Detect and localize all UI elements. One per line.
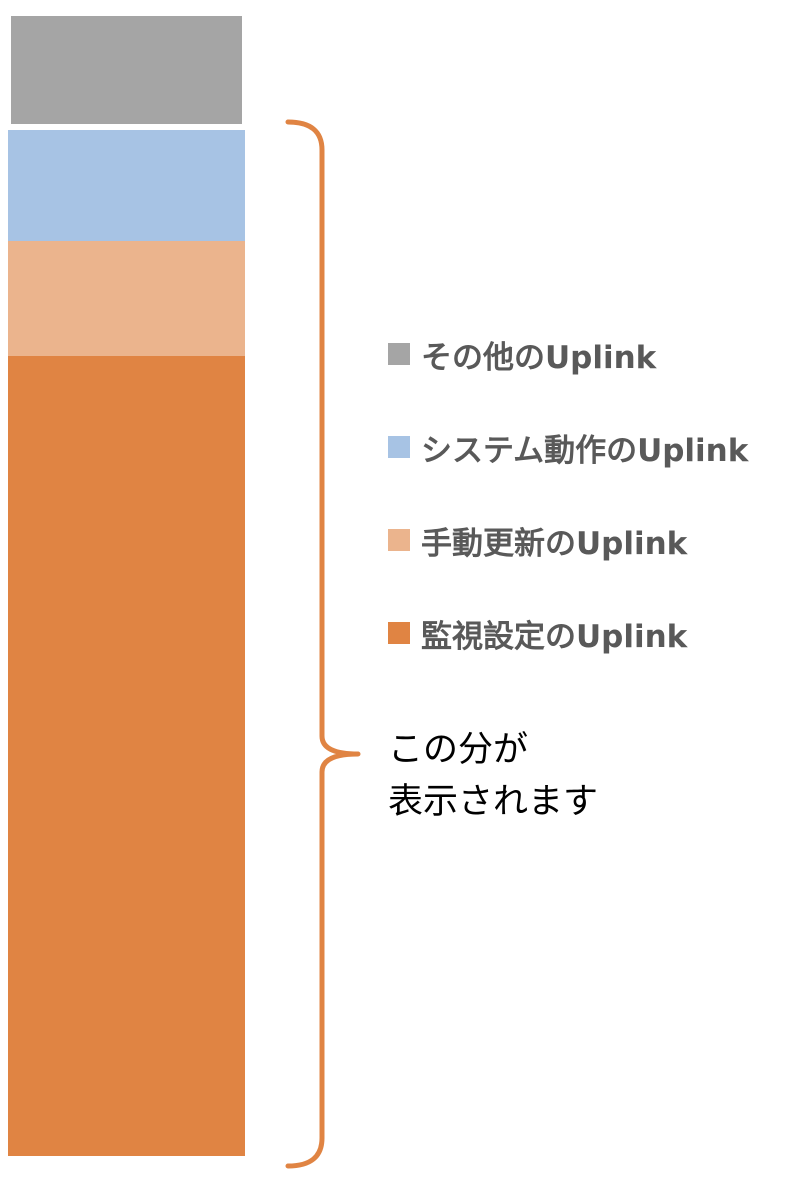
annotation-line-1: この分が — [388, 730, 529, 770]
legend-item-other: その他のUplink — [388, 330, 800, 378]
legend-item-monitoring: 監視設定のUplink — [388, 609, 800, 657]
legend-label-manual: 手動更新のUplink — [421, 525, 688, 562]
legend-label-other: その他のUplink — [421, 339, 657, 376]
annotation-line-2: 表示されます — [388, 782, 599, 822]
legend-item-system: システム動作のUplink — [388, 423, 800, 471]
bar-segments — [8, 16, 245, 1156]
bracket-annotation: この分が 表示されます — [388, 724, 688, 828]
bar-segment-3 — [11, 16, 242, 124]
legend-swatch-manual — [388, 529, 410, 551]
legend-swatch-other — [388, 343, 410, 365]
legend-swatch-system — [388, 436, 410, 458]
legend-label-monitoring: 監視設定のUplink — [421, 618, 688, 655]
bar-segment-0 — [8, 356, 245, 1156]
legend-swatch-monitoring — [388, 622, 410, 644]
legend-label-system: システム動作のUplink — [421, 432, 749, 469]
bar-segment-2 — [8, 130, 245, 241]
legend-item-manual: 手動更新のUplink — [388, 516, 800, 564]
legend: その他のUplink システム動作のUplink 手動更新のUplink 監視設… — [388, 330, 800, 702]
bar-segment-1 — [8, 241, 245, 356]
bracket — [285, 119, 361, 1169]
